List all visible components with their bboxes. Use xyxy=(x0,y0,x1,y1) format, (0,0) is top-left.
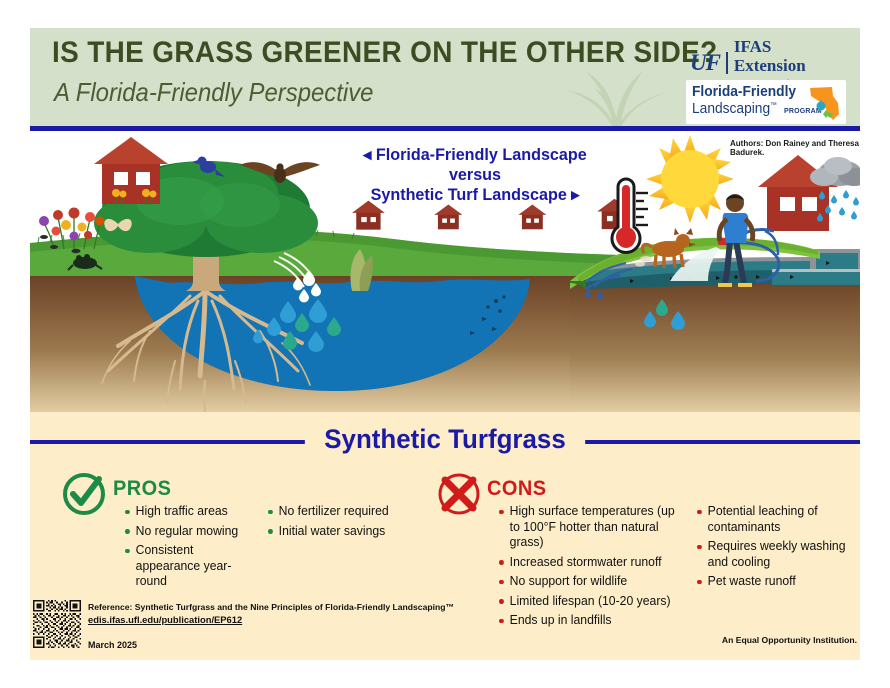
pet-waste xyxy=(635,256,652,267)
callout-line-1: ◂ Florida-Friendly Landscape xyxy=(363,145,587,164)
uf-wordmark: UF xyxy=(690,50,721,75)
ifas-extension-text: IFAS Extension xyxy=(733,37,806,75)
groundwater-droplets xyxy=(253,299,341,352)
comparison-callout: ◂ Florida-Friendly Landscape versus Synt… xyxy=(337,145,613,205)
contaminant-leaching-droplets xyxy=(644,299,685,330)
logo-divider xyxy=(725,51,728,74)
check-circle-icon xyxy=(63,473,105,515)
callout-line-2: versus xyxy=(448,165,502,184)
header-band: IS THE GRASS GREENER ON THE OTHER SIDE? … xyxy=(30,28,860,126)
oak-tree-canopy xyxy=(94,161,318,257)
qr-code[interactable] xyxy=(33,600,81,648)
section-title: Synthetic Turfgrass xyxy=(18,424,872,455)
list-item: Requires weekly washing and cooling xyxy=(697,539,852,570)
ffl-program-text: PROGRAM xyxy=(784,108,822,115)
frog-icon xyxy=(67,254,103,271)
bird-perched-icon xyxy=(192,156,225,177)
list-item: No fertilizer required xyxy=(268,504,414,520)
neighborhood-houses xyxy=(352,198,632,230)
list-item: Initial water savings xyxy=(268,524,414,540)
page-title: IS THE GRASS GREENER ON THE OTHER SIDE? xyxy=(52,36,718,69)
ffl-line2: Landscaping™ xyxy=(692,101,777,117)
list-item: Potential leaching of contaminants xyxy=(697,504,852,535)
reference-block: Reference: Synthetic Turfgrass and the N… xyxy=(88,602,454,625)
sun-icon xyxy=(646,135,734,223)
grass-decoration-icon xyxy=(566,70,668,126)
house-left xyxy=(94,137,168,204)
clean-water-droplets xyxy=(293,270,321,303)
hawk-icon xyxy=(240,162,320,183)
list-item: Ends up in landfills xyxy=(499,613,681,629)
publication-link[interactable]: edis.ifas.ufl.edu/publication/EP612 xyxy=(88,614,243,625)
person-watering-turf xyxy=(670,194,781,287)
butterfly-icon xyxy=(104,218,132,232)
insects xyxy=(40,235,81,254)
publication-date: March 2025 xyxy=(88,640,138,650)
authors-credit: Authors: Don Rainey and Theresa Badurek. xyxy=(730,139,859,157)
pros-list-column-1: High traffic areas No regular mowing Con… xyxy=(125,504,260,594)
list-item: No regular mowing xyxy=(125,524,256,540)
shrub-icon xyxy=(350,249,373,291)
pros-heading: PROS xyxy=(113,477,172,500)
header-bottom-rule xyxy=(30,126,860,131)
callout-line-3: Synthetic Turf Landscape ▸ xyxy=(370,185,580,204)
list-item: Consistent appearance year-round xyxy=(125,543,256,590)
list-item: No support for wildlife xyxy=(499,574,681,590)
pros-list-column-2: No fertilizer required Initial water sav… xyxy=(268,504,418,543)
list-item: Increased stormwater runoff xyxy=(499,555,681,571)
storm-cloud-icon xyxy=(810,157,860,222)
cons-list-column-2: Potential leaching of contaminants Requi… xyxy=(697,504,857,594)
landscape-illustration: ◂ Florida-Friendly Landscape versus Synt… xyxy=(30,131,860,412)
dog-icon xyxy=(640,228,696,269)
wildflower-patch xyxy=(39,207,105,250)
ffl-line1: Florida-Friendly xyxy=(692,84,797,100)
list-item: Limited lifespan (10-20 years) xyxy=(499,594,681,610)
list-item: Pet waste runoff xyxy=(697,574,852,590)
landscape-scene-svg xyxy=(30,131,860,412)
equal-opportunity-statement: An Equal Opportunity Institution. xyxy=(721,635,857,645)
florida-friendly-landscaping-logo: Florida-Friendly Landscaping™ PROGRAM xyxy=(686,80,846,124)
stormwater-runoff xyxy=(585,261,633,290)
list-item: High surface temperatures (up to 100°F h… xyxy=(499,504,681,551)
reference-text: Reference: Synthetic Turfgrass and the N… xyxy=(88,602,455,612)
foundation-flowers xyxy=(112,189,157,206)
florida-state-icon xyxy=(810,87,839,120)
x-circle-icon xyxy=(438,473,480,515)
thermometer-icon xyxy=(610,177,648,254)
page-subtitle: A Florida-Friendly Perspective xyxy=(54,77,374,107)
list-item: High traffic areas xyxy=(125,504,256,520)
cons-list-column-1: High surface temperatures (up to 100°F h… xyxy=(499,504,687,633)
cons-heading: CONS xyxy=(487,477,547,500)
